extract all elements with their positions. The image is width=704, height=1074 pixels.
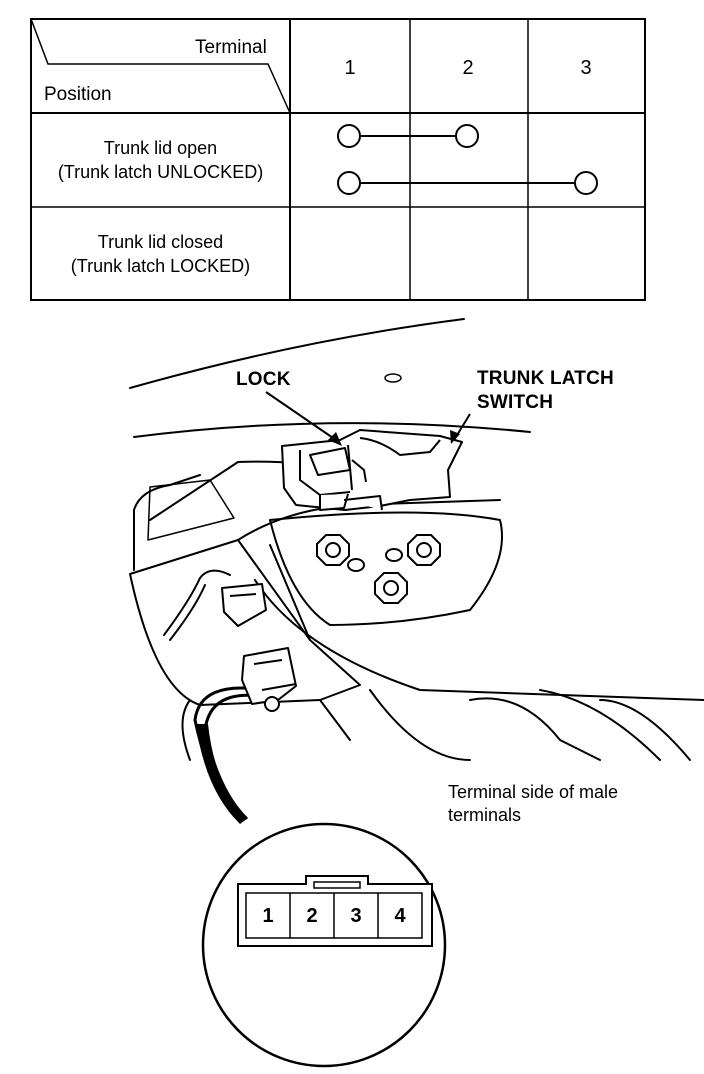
bolt-icon [407, 534, 441, 566]
connector-male [241, 647, 297, 712]
continuity-1-2 [337, 124, 479, 148]
row-closed-line2: (Trunk latch LOCKED) [70, 256, 251, 276]
harness-connectors [221, 583, 297, 712]
row-closed-label: Trunk lid closed (Trunk latch LOCKED) [31, 230, 290, 278]
table-frame [30, 18, 646, 301]
wire-bundle [196, 724, 248, 824]
row-open-line2: (Trunk latch UNLOCKED) [57, 162, 264, 182]
connector-pin-1: 1 [262, 905, 274, 927]
hole-icon [347, 558, 365, 572]
terminal-dot [455, 124, 479, 148]
header-position-label: Position [44, 84, 112, 105]
connector-face [237, 875, 433, 947]
connector-note-line1: Terminal side of male [448, 782, 619, 802]
bolt-icon [316, 534, 350, 566]
hole-icon [385, 548, 403, 562]
connector-note-line2: terminals [448, 805, 522, 825]
terminal-header-2: 2 [462, 57, 474, 79]
continuity-1-3 [337, 171, 598, 195]
connector-female [221, 583, 267, 627]
header-diagonal [30, 18, 291, 114]
arrowhead-icon [328, 432, 342, 446]
switch-label-line1: TRUNK LATCH [477, 368, 614, 389]
lock-label: LOCK [236, 369, 291, 390]
lock-arrow [265, 391, 337, 441]
mounting-bolts [316, 534, 441, 604]
trunk-lid-drawing [129, 318, 704, 761]
terminal-header-1: 1 [344, 57, 356, 79]
trunk-latch-switch [281, 429, 463, 511]
header-terminal-label: Terminal [195, 37, 267, 58]
connector-pin-4: 4 [394, 905, 406, 927]
connector-pin-2: 2 [306, 905, 318, 927]
row-open-label: Trunk lid open (Trunk latch UNLOCKED) [31, 136, 290, 184]
connector-note: Terminal side of male terminals [448, 781, 618, 827]
row-open-line1: Trunk lid open [103, 138, 218, 158]
terminal-dot [574, 171, 598, 195]
trunk-latch-switch-label: TRUNK LATCH SWITCH [477, 367, 614, 415]
connector-pin-3: 3 [350, 905, 362, 927]
terminal-header-3: 3 [580, 57, 592, 79]
bolt-icon [374, 572, 408, 604]
switch-label-line2: SWITCH [477, 392, 554, 413]
row-closed-line1: Trunk lid closed [97, 232, 224, 252]
arrowhead-icon [450, 430, 460, 444]
terminal-dot [337, 124, 361, 148]
terminal-dot [337, 171, 361, 195]
